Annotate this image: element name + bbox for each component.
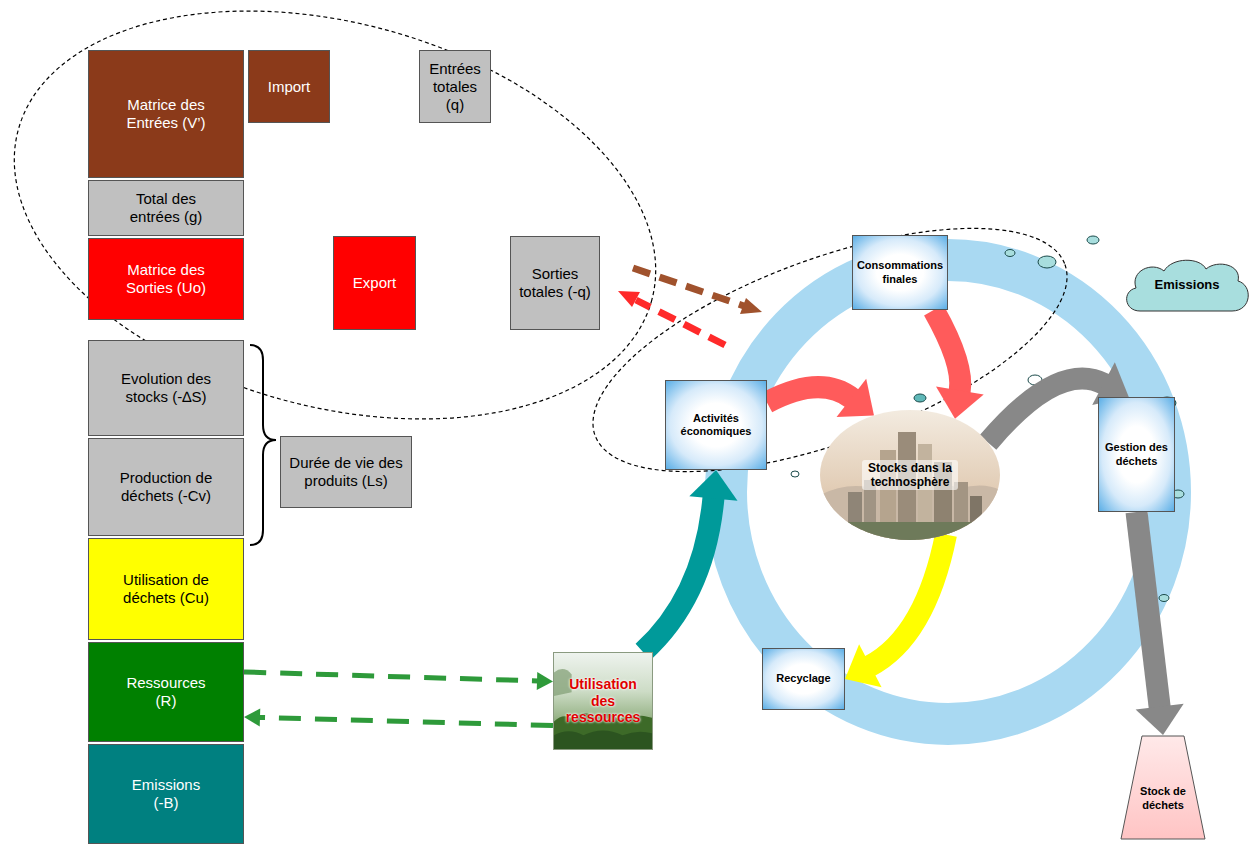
- activity-box: Recyclage: [762, 648, 845, 710]
- stock-ellipse: Stocks dans la technosphère: [820, 410, 1000, 540]
- connector-line: [988, 379, 1104, 443]
- node-label: Stocks dans la technosphère: [862, 460, 958, 491]
- node-label: Import: [268, 78, 311, 96]
- dashed-boundary: [0, 0, 702, 485]
- node-label: Matrice des Entrées (V’): [116, 96, 216, 132]
- emissions-cloud: Emissions: [1120, 255, 1254, 315]
- node-label: Evolution des stocks (-∆S): [110, 370, 222, 406]
- node-label: Total des entrées (g): [116, 190, 216, 226]
- total-box: Entrées totales (q): [419, 50, 491, 123]
- arrow-head: [689, 470, 737, 501]
- node-label: Activités économiques: [670, 412, 762, 438]
- total-box: Sorties totales (-q): [510, 236, 600, 330]
- flow-connector: [845, 535, 946, 688]
- connector-line: [643, 497, 713, 652]
- total-box: Total des entrées (g): [88, 180, 244, 236]
- import-box: Import: [248, 50, 330, 123]
- activity-box: Gestion des déchets: [1098, 397, 1175, 512]
- waste-stock-trapezoid: Stock de déchets: [1120, 735, 1206, 840]
- activity-box: Activités économiques: [665, 380, 767, 470]
- flow-connector: [643, 470, 738, 652]
- output-matrix-box: Matrice des Sorties (Uo): [88, 238, 244, 320]
- lifetime-box: Durée de vie des produits (Ls): [280, 436, 412, 508]
- arrow-head: [837, 379, 874, 417]
- node-label: Durée de vie des produits (Ls): [285, 454, 407, 490]
- flow-connector: [767, 379, 874, 417]
- waste-use-box: Utilisation de déchets (Cu): [88, 538, 244, 640]
- connector-line: [244, 672, 538, 681]
- node-label: Gestion des déchets: [1103, 441, 1170, 467]
- waste-production-box: Production de déchets (-Cv): [88, 438, 244, 536]
- input-matrix-box: Matrice des Entrées (V’): [88, 50, 244, 178]
- export-box: Export: [333, 236, 416, 330]
- node-label: Entrées totales (q): [424, 60, 486, 114]
- node-label: Stock de déchets: [1135, 785, 1191, 811]
- arrow-head: [537, 672, 553, 690]
- connector-line: [259, 717, 553, 725]
- node-label: Emissions (-B): [126, 776, 206, 812]
- flow-connector: [244, 672, 553, 690]
- node-label: Utilisation de déchets (Cu): [121, 571, 211, 607]
- emissions-box: Emissions (-B): [88, 744, 244, 844]
- flow-arrow: [633, 268, 762, 314]
- node-label: Recyclage: [776, 672, 830, 685]
- flow-connector: [1136, 512, 1184, 735]
- node-label: Sorties totales (-q): [515, 265, 595, 301]
- emission-bubbles: [791, 236, 1184, 602]
- activity-box: Consommations finales: [852, 235, 948, 310]
- node-label: Utilisation des ressources: [558, 676, 648, 726]
- flow-connector: [244, 708, 553, 726]
- node-label: Matrice des Sorties (Uo): [116, 261, 216, 297]
- node-label: Consommations finales: [857, 259, 943, 285]
- flow-arrow: [618, 291, 725, 345]
- flow-connector: [934, 310, 984, 419]
- connector-line: [1137, 512, 1160, 708]
- curly-bracket: [250, 345, 276, 545]
- stock-change-box: Evolution des stocks (-∆S): [88, 340, 244, 436]
- node-label: Production de déchets (-Cv): [110, 469, 222, 505]
- arrow-head: [244, 708, 260, 726]
- arrow-head: [845, 644, 882, 687]
- arrow-head: [1136, 704, 1184, 735]
- resources-box: Ressources (R): [88, 642, 244, 742]
- node-label: Export: [353, 274, 396, 292]
- node-label: Emissions: [1154, 277, 1219, 293]
- resource-picture: Utilisation des ressources: [553, 652, 653, 750]
- connector-line: [869, 535, 946, 667]
- connector-line: [934, 310, 961, 392]
- node-label: Ressources (R): [121, 674, 211, 710]
- connector-line: [767, 387, 852, 402]
